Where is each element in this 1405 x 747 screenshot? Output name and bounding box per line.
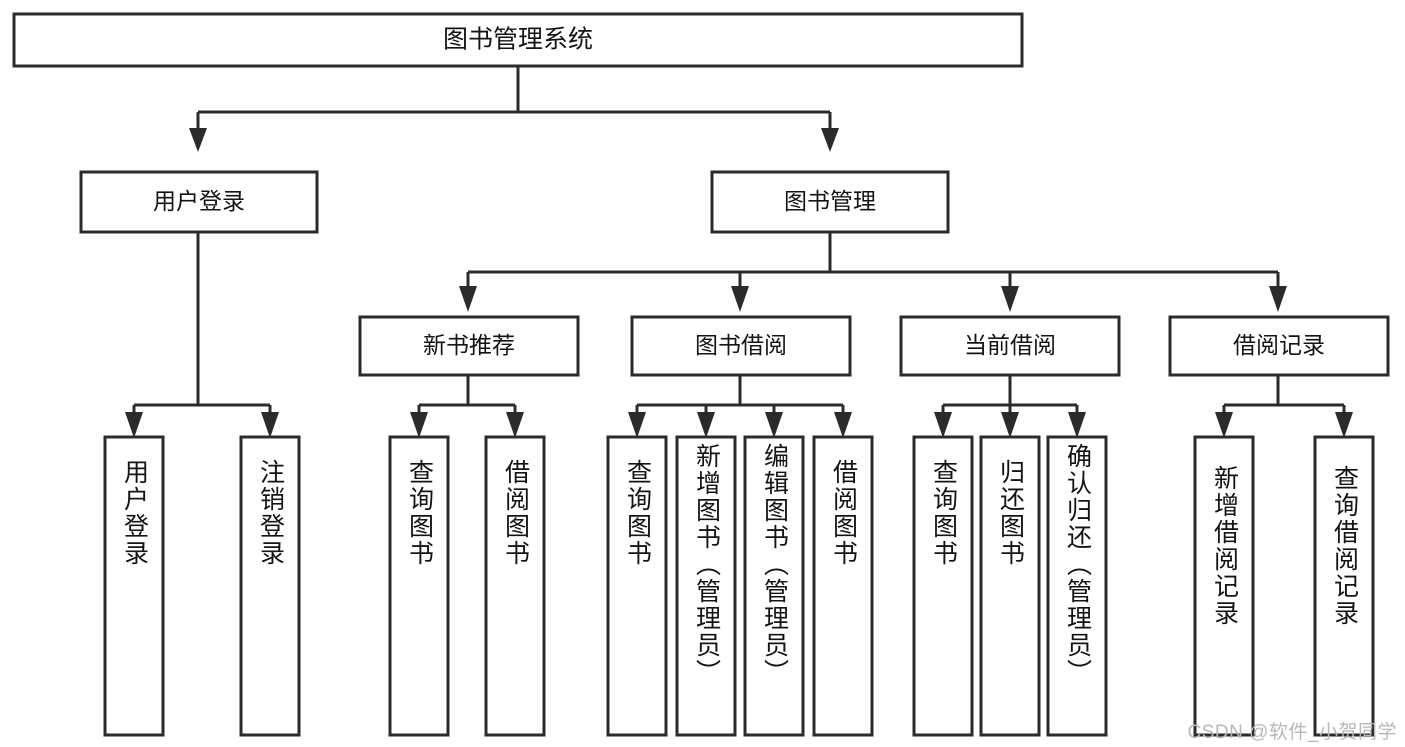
node-user-login[interactable]: 用户登录 bbox=[79, 170, 319, 234]
leaf-confirm-return-label: 确认归还（管理员） bbox=[1063, 443, 1092, 686]
leaf-confirm-return[interactable]: 确认归还（管理员） bbox=[1048, 437, 1106, 735]
leaf-rect-borrow-book-1[interactable] bbox=[484, 435, 546, 737]
arrow-to-book-borrow bbox=[731, 286, 749, 312]
leaf-rect-edit-book[interactable] bbox=[743, 435, 805, 737]
edge-layer bbox=[125, 66, 1353, 438]
node-new-book-recommend-label: 新书推荐 bbox=[423, 332, 515, 358]
node-book-manage-label: 图书管理 bbox=[784, 188, 876, 214]
node-layer: 图书管理系统 用户登录 图书管理 新书推荐 图书借阅 当前 bbox=[12, 12, 1390, 737]
leaf-add-book-label: 新增图书（管理员） bbox=[692, 443, 721, 686]
leaf-query-book-3-label: 查询图书 bbox=[929, 459, 958, 567]
arrow-to-leaf-query-record bbox=[1335, 412, 1353, 438]
node-borrow-record[interactable]: 借阅记录 bbox=[1168, 315, 1390, 377]
node-root[interactable]: 图书管理系统 bbox=[12, 12, 1024, 68]
node-root-label: 图书管理系统 bbox=[443, 26, 593, 54]
leaf-query-record[interactable]: 查询借阅记录 bbox=[1315, 437, 1373, 735]
leaf-rect-query-record[interactable] bbox=[1313, 435, 1375, 737]
leaf-query-record-label: 查询借阅记录 bbox=[1330, 465, 1359, 627]
leaf-borrow-book-1[interactable]: 借阅图书 bbox=[486, 437, 544, 735]
leaf-user-login-label: 用户登录 bbox=[120, 459, 149, 567]
leaf-rect-user-login[interactable] bbox=[103, 435, 165, 737]
arrow-to-borrow-record bbox=[1269, 286, 1287, 312]
leaf-add-book[interactable]: 新增图书（管理员） bbox=[677, 437, 735, 735]
leaf-borrow-book-1-label: 借阅图书 bbox=[501, 459, 530, 567]
node-user-login-label: 用户登录 bbox=[153, 188, 245, 214]
csdn-watermark: CSDN @软件_小贺同学 bbox=[1187, 722, 1397, 743]
leaf-query-book-1[interactable]: 查询图书 bbox=[390, 437, 448, 735]
node-book-borrow-label: 图书借阅 bbox=[695, 332, 787, 358]
node-borrow-record-label: 借阅记录 bbox=[1233, 332, 1325, 358]
leaf-rect-return-book[interactable] bbox=[979, 435, 1041, 737]
arrow-to-user-login bbox=[189, 128, 207, 152]
leaf-edit-book[interactable]: 编辑图书（管理员） bbox=[745, 437, 803, 735]
arrow-to-leaf-user-login bbox=[125, 412, 143, 438]
arrow-to-leaf-borrow-book-2 bbox=[834, 412, 852, 438]
leaf-rect-borrow-book-2[interactable] bbox=[812, 435, 874, 737]
arrow-to-leaf-add-record bbox=[1215, 412, 1233, 438]
arrow-to-leaf-confirm-return bbox=[1068, 412, 1086, 438]
leaf-return-book-label: 归还图书 bbox=[996, 459, 1025, 567]
arrow-to-leaf-logout bbox=[261, 412, 279, 438]
node-new-book-recommend[interactable]: 新书推荐 bbox=[358, 315, 580, 377]
leaf-rect-confirm-return[interactable] bbox=[1046, 435, 1108, 737]
leaf-borrow-book-2-label: 借阅图书 bbox=[829, 459, 858, 567]
arrow-to-leaf-query-book-3 bbox=[934, 412, 952, 438]
leaf-logout-label: 注销登录 bbox=[256, 459, 285, 567]
arrow-to-leaf-query-book-1 bbox=[410, 412, 428, 438]
node-book-manage[interactable]: 图书管理 bbox=[710, 170, 950, 234]
arrow-to-book-manage bbox=[821, 128, 839, 152]
leaf-rect-add-book[interactable] bbox=[675, 435, 737, 737]
arrow-to-leaf-add-book bbox=[697, 412, 715, 438]
arrow-to-current-borrow bbox=[1001, 286, 1019, 312]
node-current-borrow[interactable]: 当前借阅 bbox=[899, 315, 1121, 377]
leaf-query-book-2-label: 查询图书 bbox=[623, 459, 652, 567]
leaf-rect-add-record[interactable] bbox=[1193, 435, 1255, 737]
leaf-rect-query-book-2[interactable] bbox=[606, 435, 668, 737]
leaf-query-book-1-label: 查询图书 bbox=[405, 459, 434, 567]
arrow-to-leaf-return-book bbox=[1001, 412, 1019, 438]
leaf-rect-logout[interactable] bbox=[239, 435, 301, 737]
leaf-logout[interactable]: 注销登录 bbox=[241, 437, 299, 735]
leaf-add-record-label: 新增借阅记录 bbox=[1210, 465, 1239, 627]
leaf-query-book-3[interactable]: 查询图书 bbox=[914, 437, 972, 735]
leaf-edit-book-label: 编辑图书（管理员） bbox=[760, 443, 789, 686]
leaf-add-record[interactable]: 新增借阅记录 bbox=[1195, 437, 1253, 735]
node-current-borrow-label: 当前借阅 bbox=[964, 332, 1056, 358]
leaf-return-book[interactable]: 归还图书 bbox=[981, 437, 1039, 735]
leaf-query-book-2[interactable]: 查询图书 bbox=[608, 437, 666, 735]
leaf-rect-query-book-1[interactable] bbox=[388, 435, 450, 737]
leaf-rect-query-book-3[interactable] bbox=[912, 435, 974, 737]
arrow-to-leaf-borrow-book-1 bbox=[506, 412, 524, 438]
leaf-user-login[interactable]: 用户登录 bbox=[105, 437, 163, 735]
arrow-to-new-book-recommend bbox=[459, 286, 477, 312]
node-book-borrow[interactable]: 图书借阅 bbox=[630, 315, 852, 377]
arrow-to-leaf-query-book-2 bbox=[628, 412, 646, 438]
leaf-borrow-book-2[interactable]: 借阅图书 bbox=[814, 437, 872, 735]
arrow-to-leaf-edit-book bbox=[765, 412, 783, 438]
